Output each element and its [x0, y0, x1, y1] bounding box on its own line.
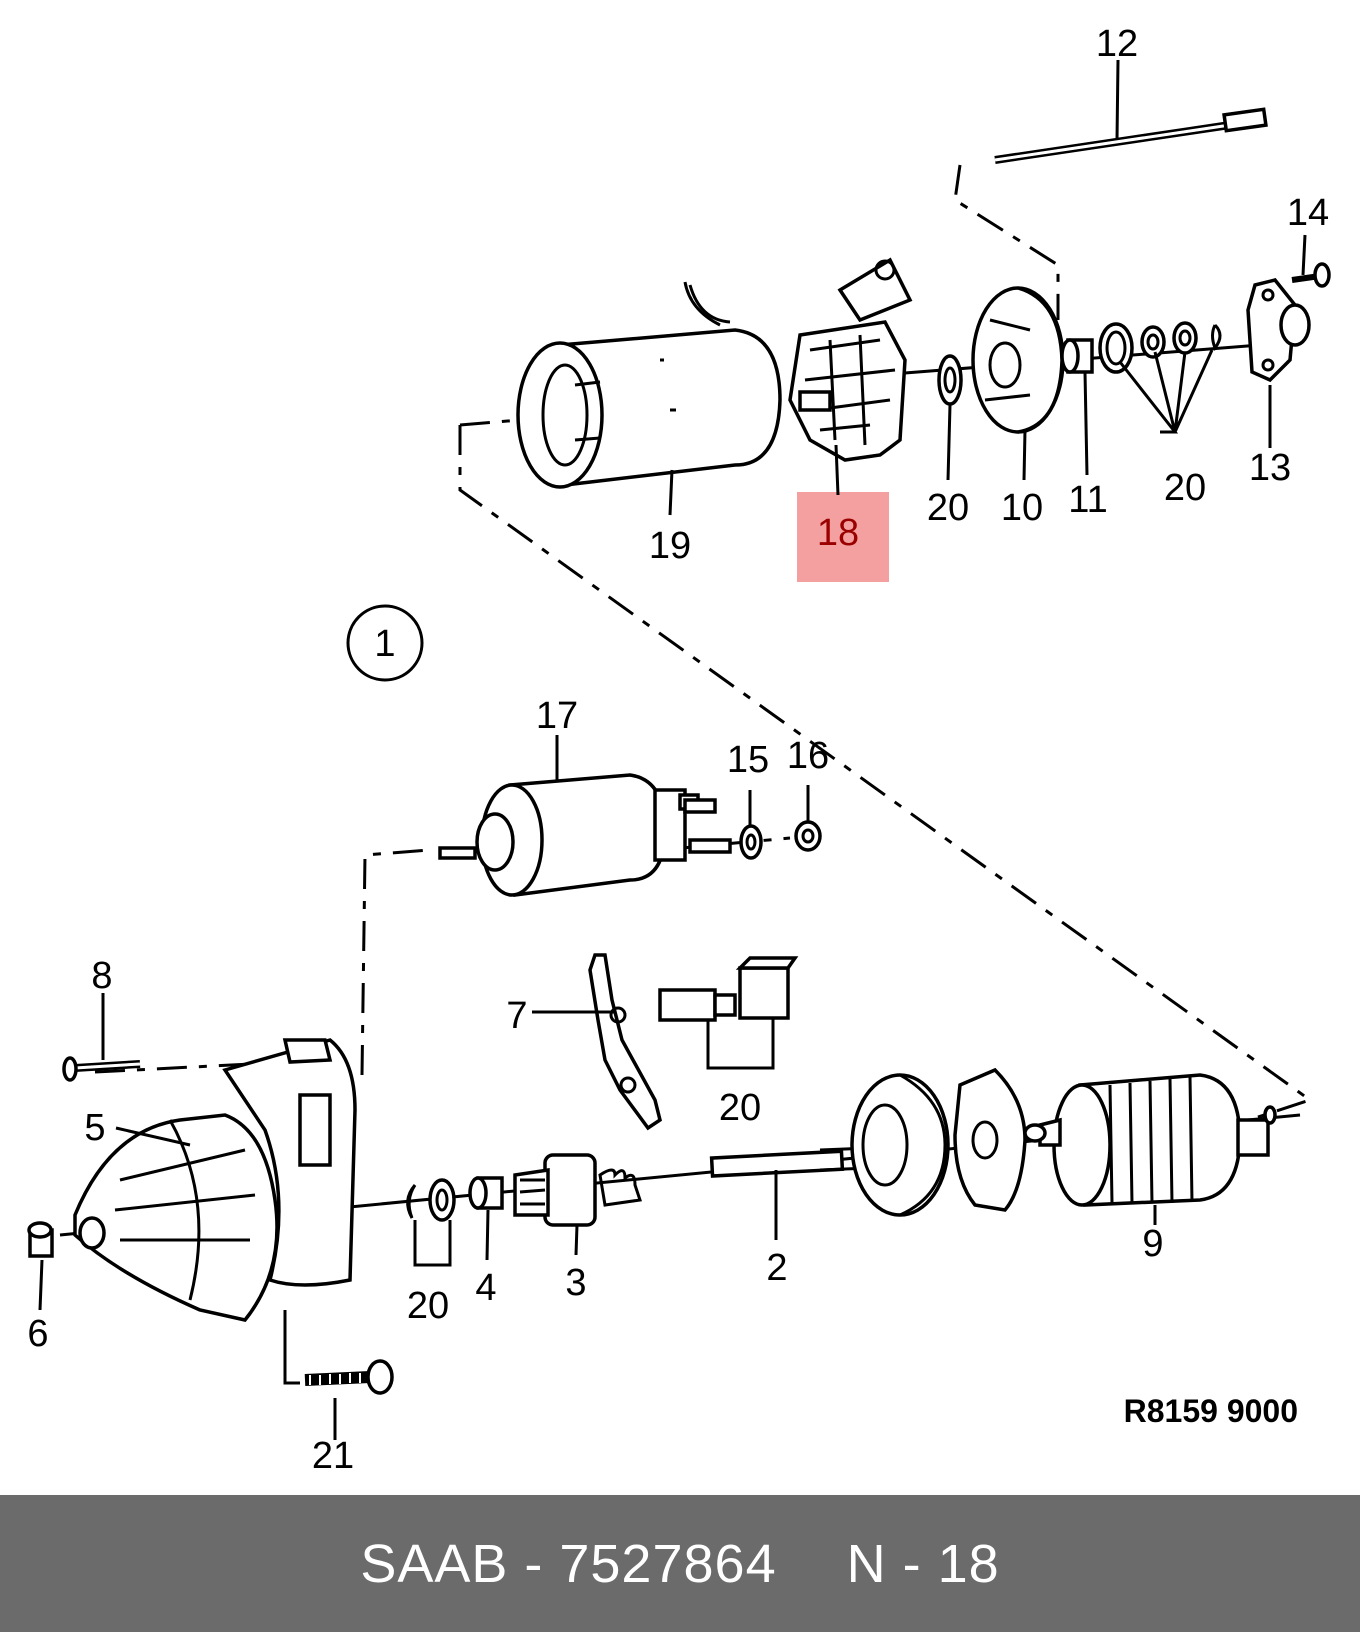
callout-9: 9: [1142, 1223, 1163, 1265]
part-14-screw: [1291, 262, 1331, 288]
footer-bar: SAAB - 7527864 N - 18: [0, 1495, 1360, 1632]
part-10-end-bearing: [971, 286, 1065, 434]
callout-6: 6: [27, 1313, 48, 1355]
callout-4: 4: [475, 1267, 496, 1309]
callout-12: 12: [1096, 23, 1138, 65]
part-4-collar: [468, 1176, 504, 1210]
part-12-through-bolt: [994, 107, 1268, 164]
leader-6: [38, 1259, 44, 1311]
callout-2: 2: [766, 1247, 787, 1289]
guide-line-12: [953, 164, 1060, 320]
part-20-shim: [1140, 325, 1166, 359]
highlight-box-18: [797, 492, 889, 582]
leader-18: [834, 444, 840, 496]
part-20-brush-set: [658, 956, 799, 1022]
callout-18: 18: [817, 512, 859, 554]
part-8-bolt: [62, 1056, 141, 1082]
part-7-engaging-lever: [588, 953, 662, 1131]
part-19-field-housing: [516, 281, 782, 489]
leader-5: [115, 1126, 191, 1147]
guide-line-19: [459, 418, 521, 427]
part-20-stop-ring: [428, 1178, 456, 1222]
part-18-brush-holder: [788, 257, 913, 462]
part-11-bushing: [1060, 338, 1094, 374]
leader-14: [1301, 234, 1307, 276]
part-17-solenoid: [438, 773, 732, 897]
part-20-snap-ring: [406, 1184, 417, 1219]
callout-19: 19: [649, 525, 691, 567]
callout-1: 1: [374, 623, 395, 665]
leader-3: [574, 1224, 579, 1256]
callout-20-mid: 20: [719, 1087, 761, 1129]
leader-12: [1115, 59, 1120, 141]
leader-20-upper: [946, 404, 952, 481]
callout-7: 7: [506, 995, 527, 1037]
part-16-nut: [794, 820, 822, 852]
part-5-drive-end-housing: [73, 1038, 357, 1322]
part-20-washer-upper: [937, 354, 963, 406]
callout-17: 17: [536, 695, 578, 737]
callout-14: 14: [1287, 192, 1329, 234]
callout-3: 3: [565, 1262, 586, 1304]
callout-10: 10: [1001, 487, 1043, 529]
guide-line-17: [360, 848, 431, 1076]
part-6-bush: [27, 1221, 54, 1258]
callout-8: 8: [91, 955, 112, 997]
callout-15: 15: [727, 739, 769, 781]
part-20-clip: [1211, 323, 1222, 352]
part-20-shim-2: [1172, 321, 1198, 355]
leader-19: [668, 469, 674, 516]
diagram-svg: 1 12 14 13 20 11 10 20 18 19 17 15 16 8 …: [27, 23, 1331, 1477]
footer-brand-part: SAAB - 7527864: [360, 1533, 777, 1594]
callout-20-upper: 20: [927, 487, 969, 529]
callout-21: 21: [312, 1435, 354, 1477]
leader-4: [485, 1209, 490, 1261]
leader-20-lower: [413, 1220, 452, 1267]
part-2-shaft: [709, 1146, 871, 1178]
callout-13: 13: [1249, 447, 1291, 489]
leader-11: [1083, 371, 1089, 476]
intermediate-gear-plate: [850, 1067, 1027, 1217]
guide-line-main: [458, 425, 1314, 1120]
callout-20-lower: 20: [407, 1285, 449, 1327]
part-3-pinion-clutch: [513, 1153, 642, 1227]
part-9-armature: [1023, 1073, 1277, 1207]
assembly-number-circle: [346, 604, 424, 682]
callout-16: 16: [787, 735, 829, 777]
footer-page: N - 18: [846, 1533, 1000, 1594]
exploded-parts-diagram: 1 12 14 13 20 11 10 20 18 19 17 15 16 8 …: [27, 23, 1331, 1477]
callout-5: 5: [84, 1107, 105, 1149]
part-15-washer: [739, 824, 763, 860]
leader-21-horizontal: [283, 1310, 300, 1385]
reference-code: R8159 9000: [1124, 1393, 1298, 1429]
part-20-ring: [1098, 322, 1134, 374]
part-21-bolt: [304, 1359, 394, 1395]
callout-20-right: 20: [1164, 467, 1206, 509]
leader-20-right: [1118, 349, 1214, 434]
leader-10: [1022, 429, 1027, 481]
part-13-end-cap: [1246, 278, 1311, 383]
callout-11: 11: [1068, 479, 1107, 521]
leader-20-mid: [706, 1018, 775, 1070]
